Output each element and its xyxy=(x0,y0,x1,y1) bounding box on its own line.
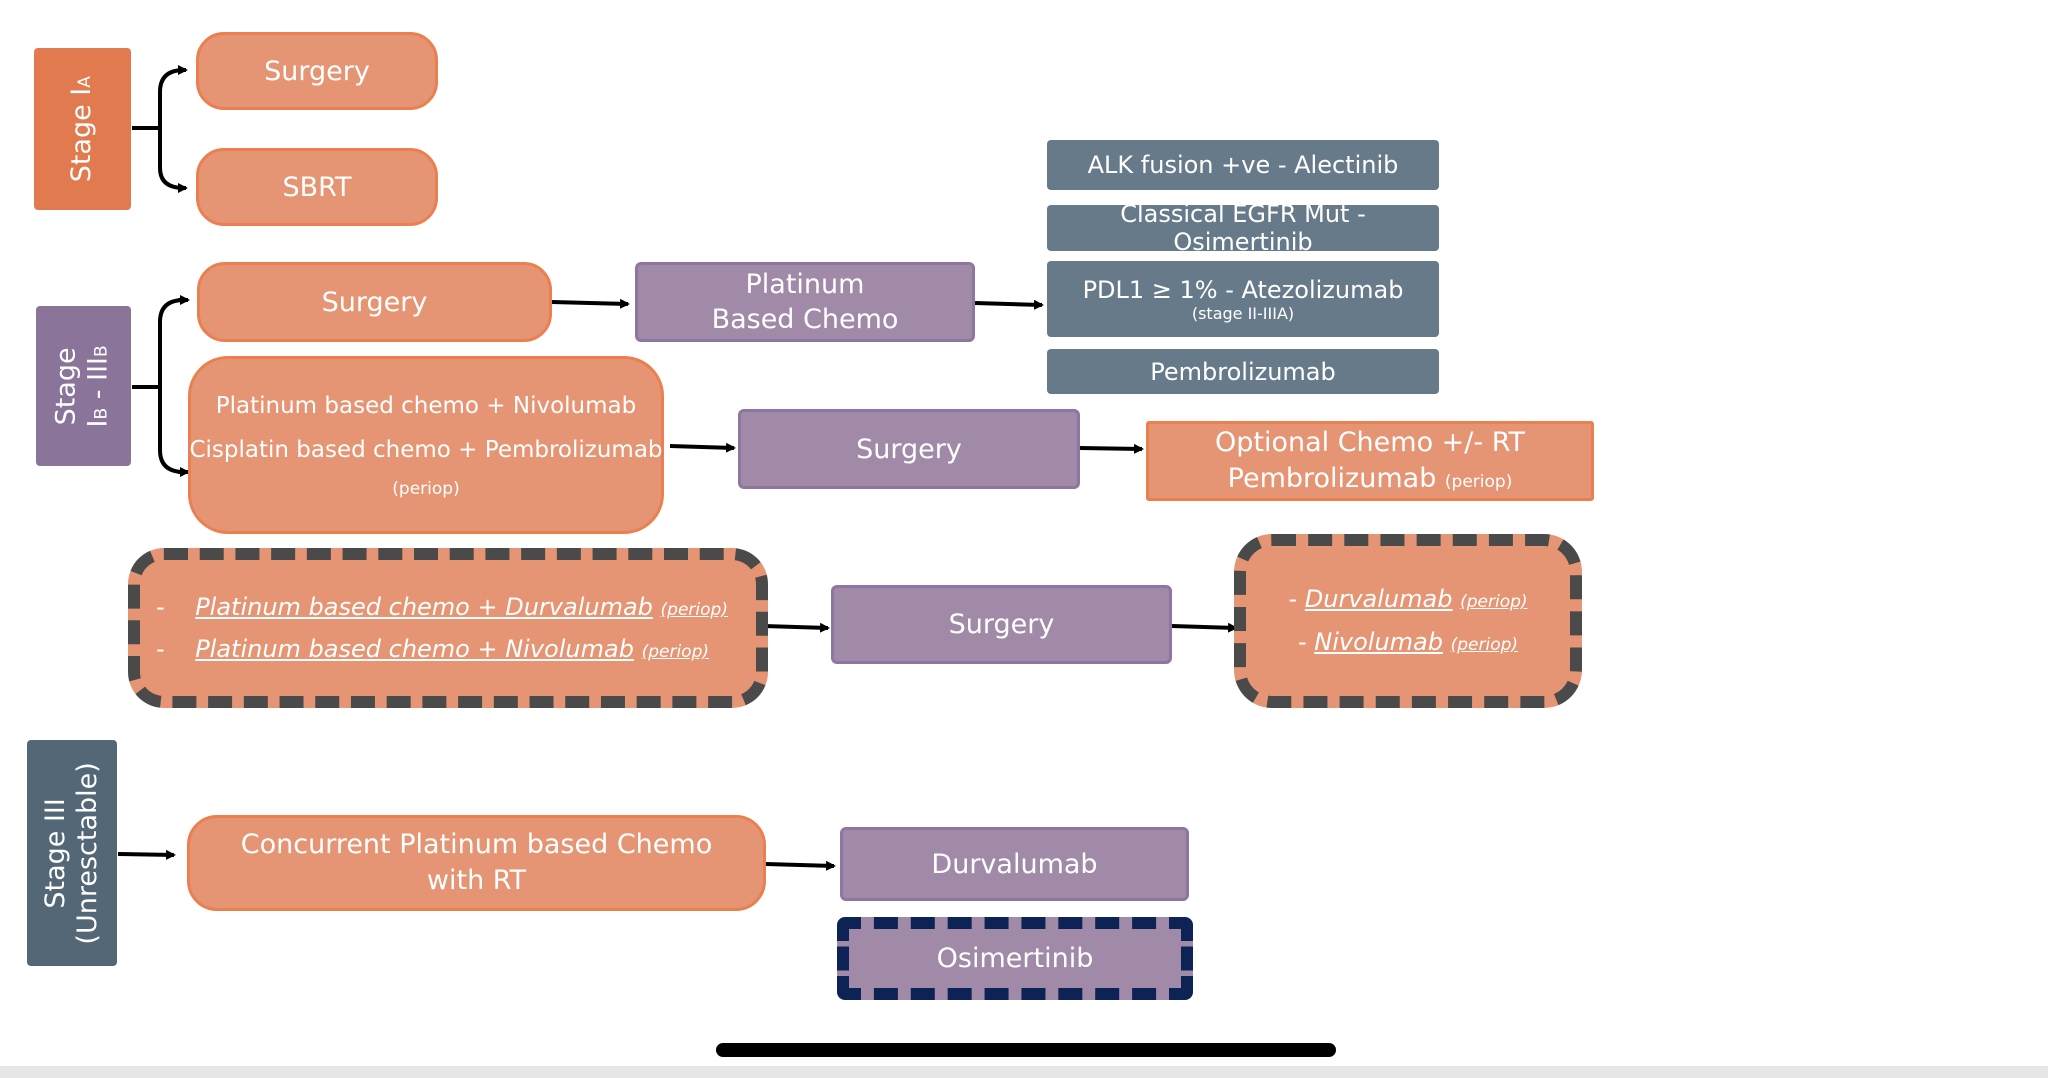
adjuvant-chemo-box: Platinum Based Chemo xyxy=(635,262,975,342)
stage-ia-bracket xyxy=(132,68,185,190)
after-item2: Nivolumab xyxy=(1314,628,1443,656)
arrow-iii-chemo xyxy=(117,849,176,860)
option-egfr: Classical EGFR Mut - Osimertinib xyxy=(1047,200,1439,256)
stage-ib-line1: Stage xyxy=(51,346,83,426)
option-pembro: Pembrolizumab xyxy=(1047,349,1439,394)
arrow-chemo-durvalumab xyxy=(765,860,836,871)
periop-after-box: - Durvalumab (periop) - Nivolumab (perio… xyxy=(1234,534,1582,708)
stage-iii-label: Stage III (Unresctable) xyxy=(27,740,117,966)
adjuvant-chemo-line2: Based Chemo xyxy=(711,304,899,335)
stage-iii-line2: (Unresctable) xyxy=(72,761,104,945)
stage-ib-l2c: - III xyxy=(83,356,115,408)
periop-item2-note: (periop) xyxy=(641,642,709,662)
option-pembro-label: Pembrolizumab xyxy=(1150,357,1336,386)
stage-iii-line1: Stage III xyxy=(39,797,71,909)
neoadjuvant-line2: Cisplatin based chemo + Pembrolizumab xyxy=(189,436,663,463)
periop-item1: Platinum based chemo + Durvalumab xyxy=(195,593,653,621)
arrow-surgery-post xyxy=(1079,443,1144,454)
ia-surgery-box: Surgery xyxy=(196,32,438,110)
after-bullet-2: - xyxy=(1297,628,1307,656)
periop-item1-note: (periop) xyxy=(660,600,728,620)
option-alk: ALK fusion +ve - Alectinib xyxy=(1047,140,1439,190)
osimertinib-label: Osimertinib xyxy=(936,943,1094,974)
ib-surgery-box: Surgery xyxy=(197,262,552,342)
stage-ib-l2b: B xyxy=(92,407,113,420)
ia-surgery-label: Surgery xyxy=(264,55,370,87)
concurrent-chemo-box: Concurrent Platinum based Chemo with RT xyxy=(187,815,766,911)
arrow-neoadj-surgery xyxy=(669,442,736,453)
stage-ib-iiib-label: Stage IB - IIIB xyxy=(36,306,131,466)
periop-regimen-box: - Platinum based chemo + Durvalumab (per… xyxy=(128,548,768,708)
ia-sbrt-label: SBRT xyxy=(282,171,352,203)
post-surgery-note: (periop) xyxy=(1444,472,1513,492)
neoadjuvant-line1: Platinum based chemo + Nivolumab xyxy=(215,393,637,420)
stage-ib-l2a: I xyxy=(83,419,115,428)
neoadjuvant-box: Platinum based chemo + Nivolumab Cisplat… xyxy=(188,356,664,534)
stage-ib-l2d: B xyxy=(92,344,113,357)
arrow-periop-surgery xyxy=(763,622,830,633)
stage-ia-prefix: Stage I xyxy=(66,87,98,183)
arrow-chemo-options xyxy=(974,299,1044,310)
neoadjuvant-note: (periop) xyxy=(392,478,460,499)
arrow-periop-after xyxy=(1171,622,1238,633)
periop-item2: Platinum based chemo + Nivolumab xyxy=(195,635,634,663)
periop-surgery-box: Surgery xyxy=(831,585,1172,664)
concurrent-chemo-line1: Concurrent Platinum based Chemo xyxy=(240,828,713,860)
option-alk-label: ALK fusion +ve - Alectinib xyxy=(1087,151,1399,179)
ia-sbrt-box: SBRT xyxy=(196,148,438,226)
after-bullet-1: - xyxy=(1288,584,1298,613)
neoadj-surgery-label: Surgery xyxy=(856,433,962,465)
after-item2-note: (periop) xyxy=(1450,635,1519,655)
durvalumab-box: Durvalumab xyxy=(840,827,1189,901)
option-pdl1-label: PDL1 ≥ 1% - Atezolizumab xyxy=(1082,275,1404,304)
osimertinib-box: Osimertinib xyxy=(837,917,1193,1000)
arrow-surgery-chemo xyxy=(551,298,630,309)
home-indicator[interactable] xyxy=(716,1043,1336,1057)
post-surgery-box: Optional Chemo +/- RT Pembrolizumab (per… xyxy=(1146,421,1594,501)
periop-bullet-2: - xyxy=(156,635,165,663)
option-pdl1: PDL1 ≥ 1% - Atezolizumab (stage II-IIIA) xyxy=(1047,261,1439,337)
option-pdl1-note: (stage II-IIIA) xyxy=(1191,303,1295,323)
stage-ib-bracket xyxy=(132,298,185,474)
after-item1: Durvalumab xyxy=(1304,584,1453,613)
option-egfr-label: Classical EGFR Mut - Osimertinib xyxy=(1120,200,1366,256)
bottom-strip xyxy=(0,1066,2048,1078)
adjuvant-chemo-line1: Platinum xyxy=(745,268,865,300)
periop-bullet-1: - xyxy=(156,593,165,621)
ib-surgery-label: Surgery xyxy=(321,286,428,318)
post-surgery-line2: Pembrolizumab xyxy=(1227,463,1437,494)
stage-ia-sub: A xyxy=(75,75,96,88)
post-surgery-line1: Optional Chemo +/- RT xyxy=(1214,426,1526,458)
neoadj-surgery-box: Surgery xyxy=(738,409,1080,489)
durvalumab-label: Durvalumab xyxy=(931,848,1098,880)
periop-surgery-label: Surgery xyxy=(948,609,1055,640)
stage-ia-label: Stage IA xyxy=(34,48,131,210)
after-item1-note: (periop) xyxy=(1460,591,1528,612)
concurrent-chemo-line2: with RT xyxy=(426,865,527,896)
